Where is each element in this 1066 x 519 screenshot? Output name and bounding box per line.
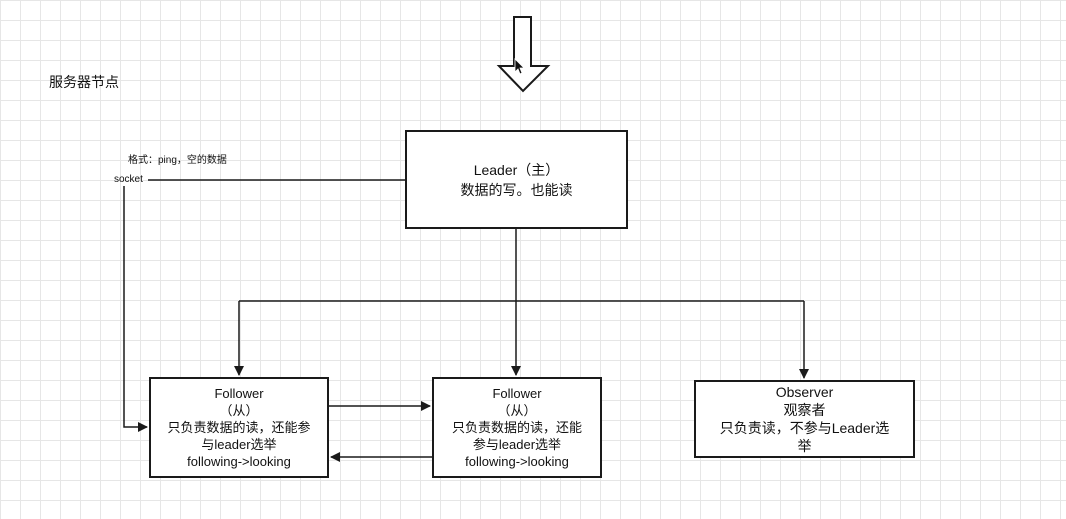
follower-center-desc-1: 只负责数据的读，还能 [451,420,582,435]
follower-left-title: Follower [214,386,264,401]
follower-center-title: Follower [492,386,542,401]
leader-node[interactable]: Leader（主） 数据的写。也能读 [405,130,628,229]
socket-label: socket [114,174,143,185]
observer-node[interactable]: Observer 观察者 只负责读，不参与Leader选 举 [694,380,915,458]
mouse-cursor-icon [514,58,525,75]
follower-center-state: following->looking [465,454,569,469]
format-label: 格式：ping，空的数据 [128,155,227,166]
page-title: 服务器节点 [49,74,119,90]
follower-center-role: （从） [497,403,537,418]
leader-description: 数据的写。也能读 [460,181,573,198]
observer-title: Observer [775,384,834,400]
follower-center-node[interactable]: Follower （从） 只负责数据的读，还能 参与leader选举 follo… [432,377,602,478]
hollow-down-arrow-icon [496,16,551,93]
follower-left-node[interactable]: Follower （从） 只负责数据的读，还能参 与leader选举 follo… [149,377,329,478]
follower-left-desc-1: 只负责数据的读，还能参 [167,420,311,435]
observer-desc-1: 只负责读，不参与Leader选 [719,420,890,436]
observer-role: 观察者 [783,402,826,418]
follower-left-role: （从） [219,403,259,418]
observer-desc-2: 举 [797,438,812,454]
follower-left-state: following->looking [187,454,291,469]
leader-title: Leader（主） [473,161,560,178]
socket-to-follower-left-arrow [123,186,148,432]
follower-left-desc-2: 与leader选举 [201,437,277,452]
follower-center-desc-2: 参与leader选举 [472,437,562,452]
